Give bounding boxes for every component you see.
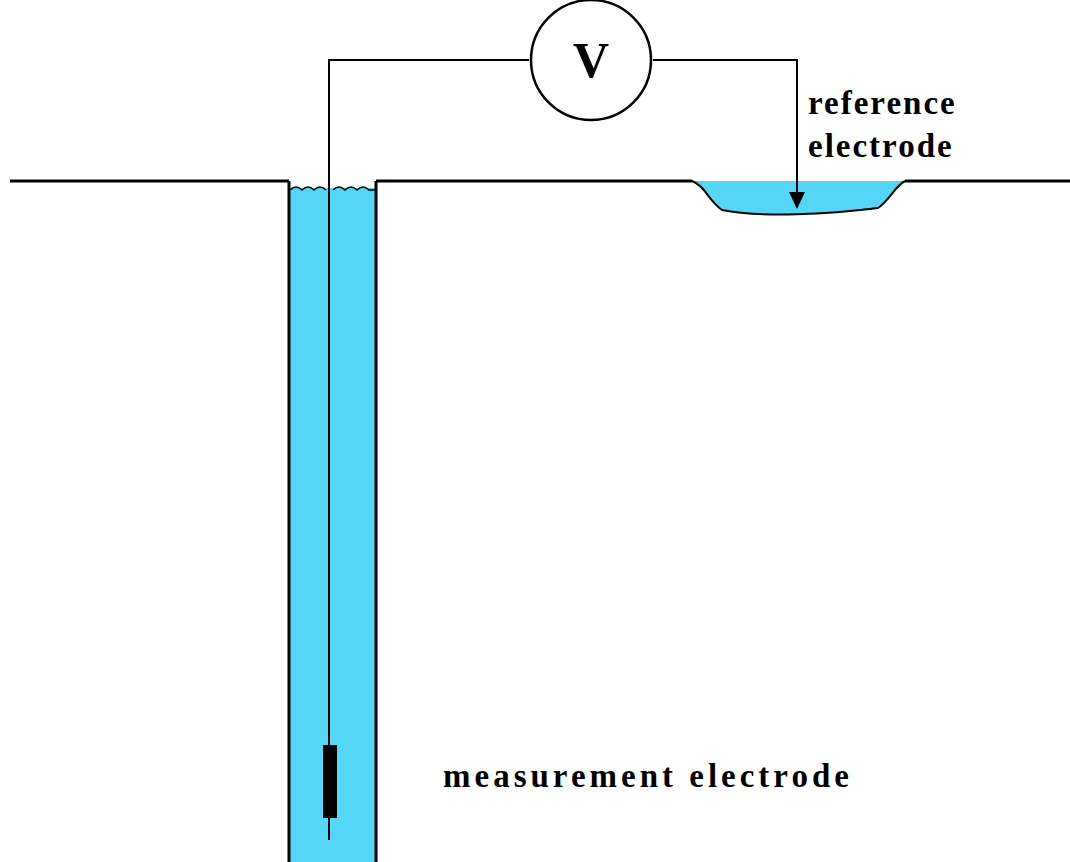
electrode-label: reference electrode	[808, 82, 1048, 168]
wire	[329, 60, 529, 840]
wire	[653, 60, 797, 196]
measurement-electrode-body	[323, 745, 337, 818]
well-wall	[289, 181, 376, 862]
electrode-label: measurement electrode	[443, 755, 1003, 798]
well-water	[289, 188, 376, 862]
water-surface	[290, 187, 375, 190]
voltmeter-symbol: V	[573, 35, 609, 85]
voltmeter-ring	[531, 0, 651, 120]
puddle-water	[692, 181, 905, 214]
puddle-outline	[692, 181, 905, 214]
voltmeter-circle: V	[529, 0, 653, 122]
reference-electrode-tip	[789, 192, 805, 209]
ground-line	[10, 180, 1070, 183]
